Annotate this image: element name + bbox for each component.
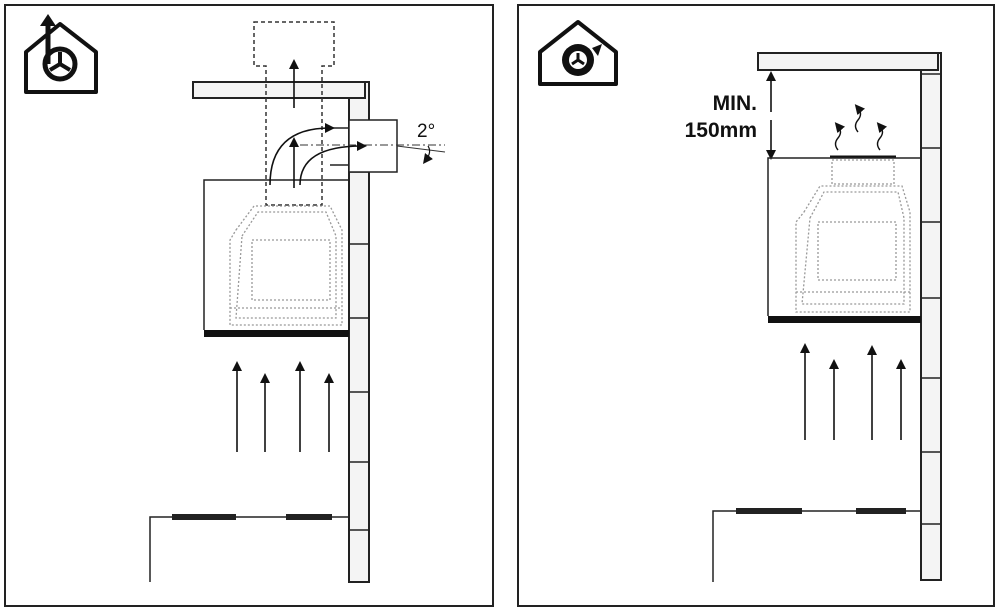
left-ceiling <box>192 81 366 99</box>
left-panel: 2° <box>4 4 494 607</box>
house-extraction-fan-icon <box>24 14 98 94</box>
right-hood-unit <box>795 159 911 313</box>
left-hood-unit <box>229 205 343 326</box>
min-label: MIN. <box>713 92 757 115</box>
right-cabinet <box>767 157 921 323</box>
house-recirculation-fan-icon <box>538 20 618 86</box>
right-cooktop <box>712 508 921 582</box>
distance-label: 150mm <box>685 119 757 142</box>
right-panel-frame <box>517 4 995 607</box>
steam-icon <box>834 104 888 151</box>
chimney-duct <box>253 21 335 206</box>
left-cabinet <box>203 179 349 337</box>
right-panel: MIN. 150mm <box>517 4 995 607</box>
rising-air-arrows <box>232 361 334 452</box>
left-cooktop <box>149 514 349 582</box>
rising-air-arrows-right <box>800 343 906 440</box>
left-panel-frame <box>4 4 494 607</box>
right-wall <box>920 52 942 581</box>
duct-airflow-arrows <box>269 59 367 188</box>
angle-label: 2° <box>417 121 435 142</box>
right-ceiling <box>757 52 939 71</box>
wall-duct-outlet <box>300 119 446 173</box>
